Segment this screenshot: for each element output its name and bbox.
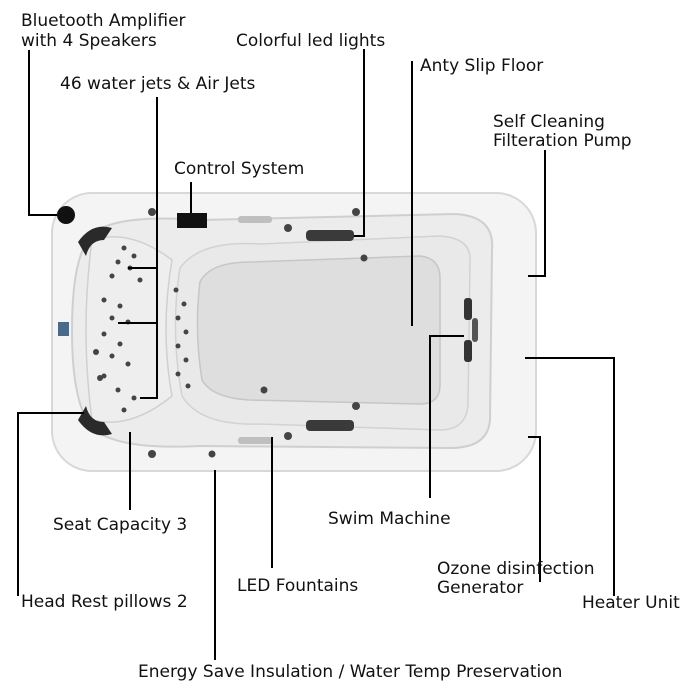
callout-lines <box>17 49 615 660</box>
label-heater: Heater Unit <box>582 593 680 613</box>
label-fountains: LED Fountains <box>237 576 359 596</box>
headrest-pillow-top <box>78 226 112 256</box>
label-jets: 46 water jets & Air Jets <box>60 74 256 94</box>
callout-pump <box>528 150 546 277</box>
led-fountain-top <box>238 216 272 223</box>
led-strip-top <box>306 230 354 241</box>
callout-bluetooth <box>28 50 57 216</box>
callout-led-lights <box>354 49 365 237</box>
swim-jet-top <box>464 298 472 320</box>
label-pump-line2: Filteration Pump <box>493 131 632 151</box>
callout-headrest <box>17 412 84 596</box>
label-headrest: Head Rest pillows 2 <box>21 592 188 612</box>
side-panel-icon <box>58 322 69 336</box>
anti-slip-floor <box>196 255 441 405</box>
label-insulation: Energy Save Insulation / Water Temp Pres… <box>138 662 563 682</box>
swim-jet-mid <box>472 318 478 342</box>
bluetooth-speaker-icon <box>57 206 75 224</box>
led-fountain-bottom <box>238 437 272 444</box>
label-floor: Anty Slip Floor <box>420 56 544 76</box>
label-pump-line1: Self Cleaning <box>493 112 605 132</box>
callout-ozone <box>528 436 541 582</box>
label-led-lights: Colorful led lights <box>236 31 386 51</box>
swim-jet-bottom <box>464 340 472 362</box>
label-bluetooth-line1: Bluetooth Amplifier <box>21 11 186 31</box>
callout-swim <box>429 335 464 498</box>
label-swim: Swim Machine <box>328 509 451 529</box>
label-ozone-line2: Generator <box>437 578 524 598</box>
label-ozone-line1: Ozone disinfection <box>437 559 595 579</box>
led-strip-bottom <box>306 420 354 431</box>
seat-area <box>85 236 173 423</box>
label-seat: Seat Capacity 3 <box>53 515 188 535</box>
label-control: Control System <box>174 159 305 179</box>
callout-jets <box>140 97 158 399</box>
control-panel-icon <box>177 213 207 228</box>
label-bluetooth-line2: with 4 Speakers <box>21 31 157 51</box>
headrest-pillow-bottom <box>78 406 112 436</box>
callout-heater <box>525 357 615 596</box>
